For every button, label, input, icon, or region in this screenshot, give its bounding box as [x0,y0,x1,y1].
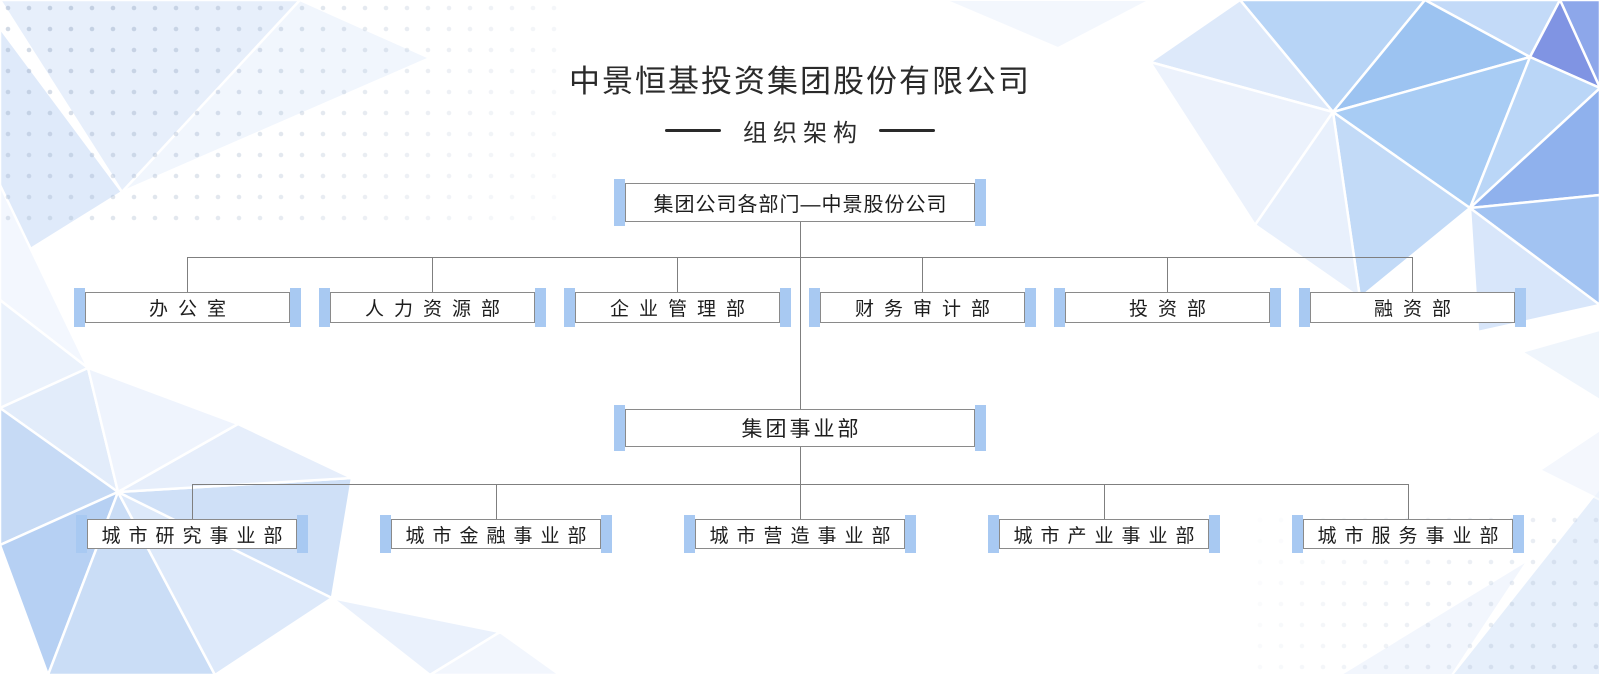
org-node-urban-industry: 城市产业事业部 [988,515,1220,553]
org-node-investment: 投资部 [1054,288,1281,327]
connector-line [432,257,433,292]
misc-polygons [944,0,1151,49]
org-node-finance-audit: 财务审计部 [809,288,1036,327]
org-node-root: 集团公司各部门—中景股份公司 [614,179,986,226]
org-node-label: 人力资源部 [364,299,510,320]
org-node-urban-service: 城市服务事业部 [1292,515,1524,553]
accent-bar-right [1025,288,1036,327]
accent-bar-left [76,515,87,553]
org-node-label: 城市金融事业部 [405,525,595,547]
accent-bar-left [684,515,695,553]
accent-bar-left [614,179,625,226]
accent-bar-right [1209,515,1220,553]
org-node-enterprise-mgmt: 企业管理部 [564,288,791,327]
accent-bar-left [988,515,999,553]
connector-line [1412,257,1413,292]
org-node-label: 融资部 [1373,299,1461,320]
org-node-label: 城市研究事业部 [101,525,291,547]
connector-line [922,257,923,292]
accent-bar-right [601,515,612,553]
org-node-label: 城市服务事业部 [1317,525,1507,547]
subtitle-dash-right [879,129,935,132]
accent-bar-left [1054,288,1065,327]
topleft-polygons [0,0,432,397]
connector-line [1167,257,1168,292]
page-title: 中景恒基投资集团股份有限公司 [569,64,1031,99]
accent-bar-right [290,288,301,327]
bottomright-polygons [1339,329,1600,675]
org-node-label: 投资部 [1128,299,1216,320]
connector-line [1104,484,1105,519]
accent-bar-right [1513,515,1524,553]
accent-bar-left [74,288,85,327]
subtitle: 组织架构 [0,113,1600,148]
connector-line [800,222,801,409]
subtitle-dash-left [665,129,721,132]
accent-bar-left [564,288,575,327]
org-node-division-group: 集团事业部 [614,405,986,451]
connector-line [187,257,188,292]
connector-line [496,484,497,519]
connector-line [192,484,193,519]
accent-bar-left [380,515,391,553]
bottomleft-polygons [0,183,562,675]
accent-bar-left [319,288,330,327]
connector-line [1408,484,1409,519]
org-node-urban-construction: 城市营造事业部 [684,515,916,553]
org-node-label: 集团公司各部门—中景股份公司 [653,194,948,216]
subtitle-text: 组织架构 [743,120,863,147]
topright-polygons [1148,0,1600,334]
accent-bar-left [1299,288,1310,327]
accent-bar-left [614,405,625,451]
connector-line [677,257,678,292]
org-node-label: 企业管理部 [609,299,755,320]
org-node-urban-finance: 城市金融事业部 [380,515,612,553]
accent-bar-right [535,288,546,327]
connector-line [800,484,801,519]
org-node-label: 城市营造事业部 [709,525,899,547]
org-node-label: 办公室 [148,299,236,320]
accent-bar-left [1292,515,1303,553]
accent-bar-left [809,288,820,327]
org-node-urban-research: 城市研究事业部 [76,515,308,553]
title-block: 中景恒基投资集团股份有限公司 组织架构 [0,56,1600,148]
accent-bar-right [975,179,986,226]
accent-bar-right [975,405,986,451]
accent-bar-right [905,515,916,553]
org-node-office: 办公室 [74,288,301,327]
topleft-dots-pattern [5,5,557,221]
connector-line [187,257,1413,258]
accent-bar-right [297,515,308,553]
org-node-hr: 人力资源部 [319,288,546,327]
org-node-label: 城市产业事业部 [1013,525,1203,547]
org-node-label: 集团事业部 [741,418,862,441]
accent-bar-right [1270,288,1281,327]
connector-line [800,447,801,484]
accent-bar-right [1515,288,1526,327]
org-node-financing: 融资部 [1299,288,1526,327]
accent-bar-right [780,288,791,327]
org-node-label: 财务审计部 [854,299,1000,320]
